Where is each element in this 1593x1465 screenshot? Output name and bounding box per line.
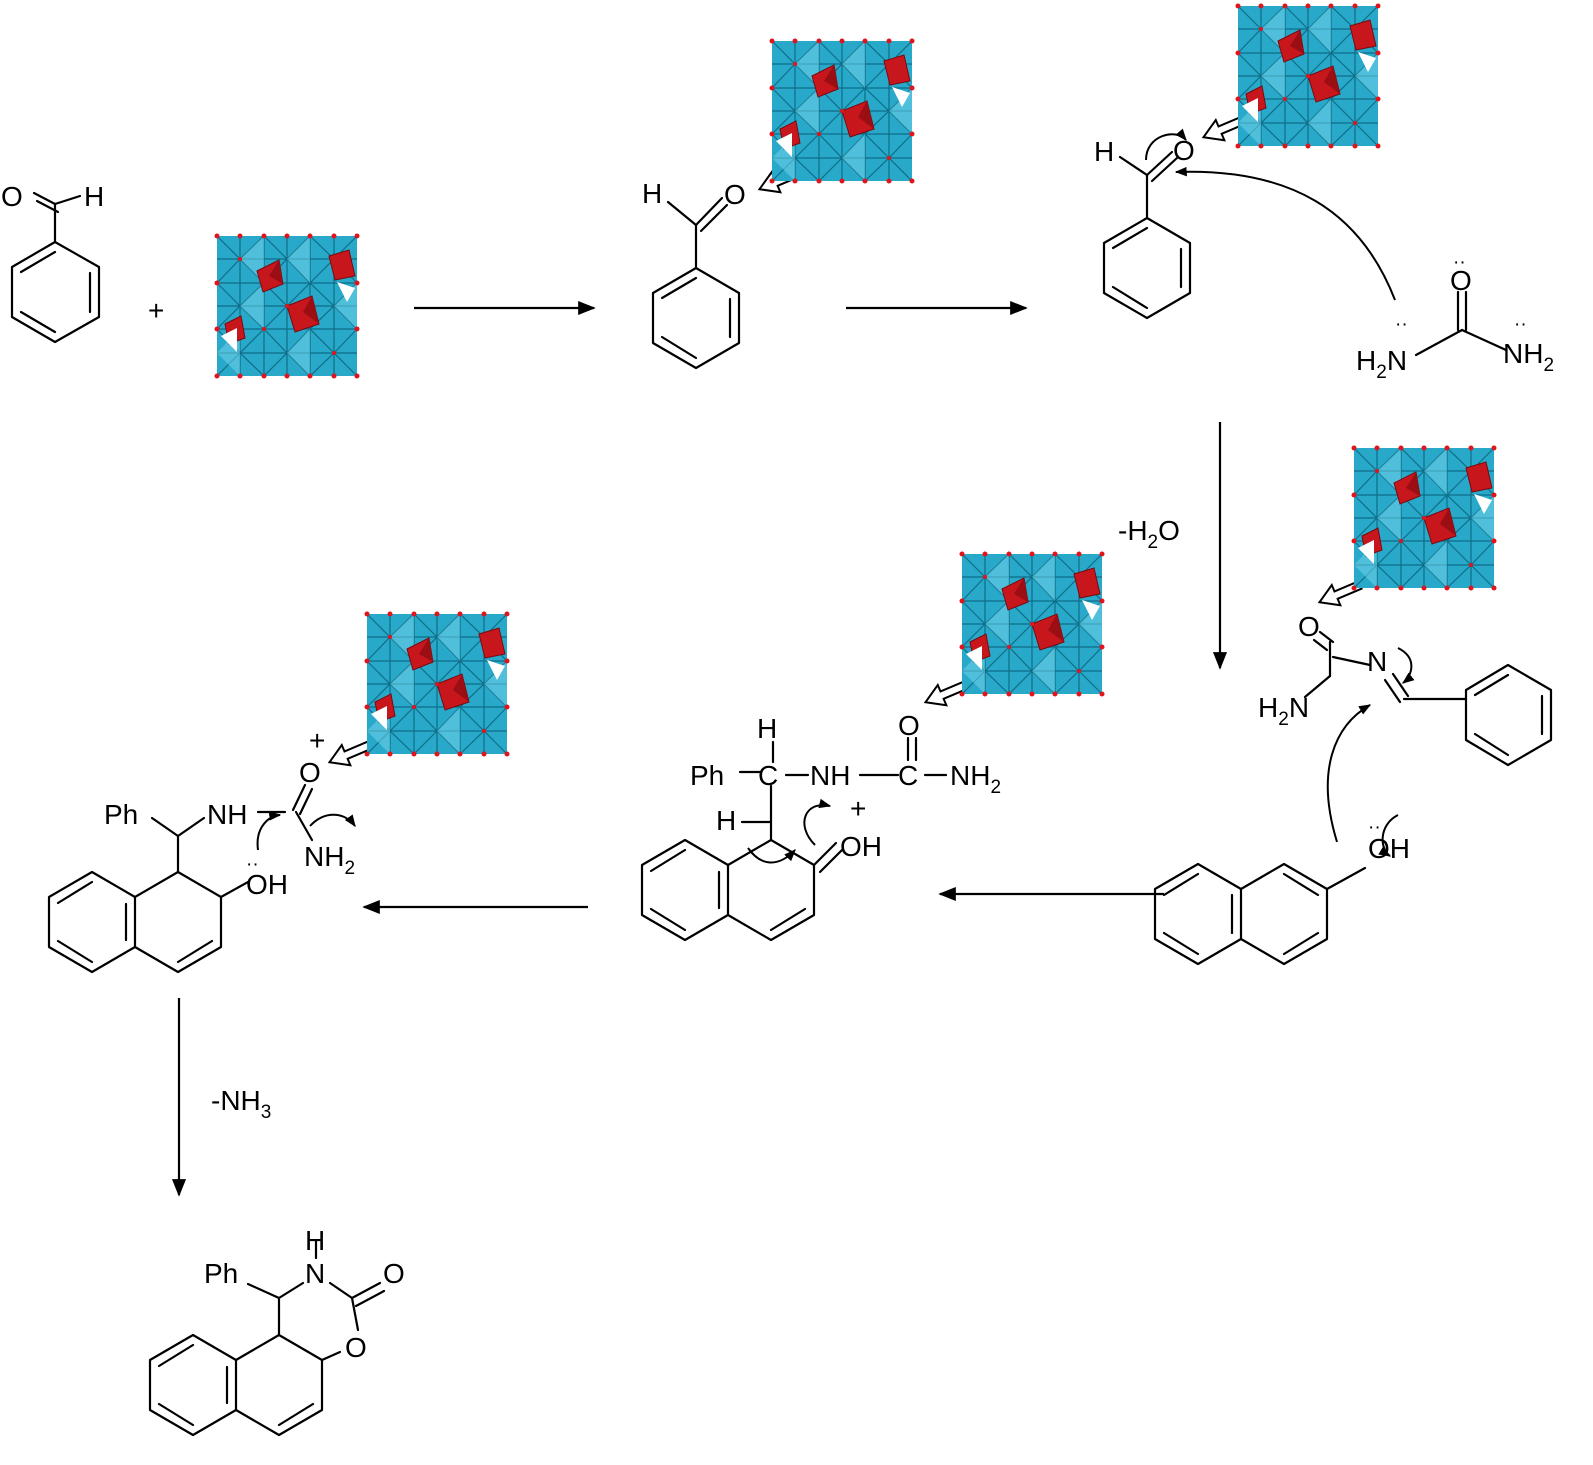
atom-h: H xyxy=(1094,136,1114,167)
lone-pair: ·· xyxy=(1368,817,1381,838)
atom-c: C xyxy=(758,760,778,791)
atom-n: N xyxy=(305,1258,325,1289)
catalyst-cluster-4 xyxy=(1350,444,1498,592)
phenyl: Ph xyxy=(204,1258,238,1289)
amide-nh2: NH2 xyxy=(950,760,1001,798)
phenyl: Ph xyxy=(690,760,724,791)
hydroxyl: OH xyxy=(840,831,882,862)
atom-c: C xyxy=(898,760,918,791)
aldehyde-urea-attack: H O xyxy=(1094,108,1396,320)
atom-h: H xyxy=(757,713,777,744)
atom-o: O xyxy=(383,1258,405,1289)
amine-right: NH2 xyxy=(1503,338,1554,376)
atom-o: O xyxy=(724,179,746,210)
benzaldehyde: O H xyxy=(1,181,104,344)
atom-o: O xyxy=(345,1332,367,1363)
atom-o: O xyxy=(898,710,920,741)
atom-o: O xyxy=(299,757,321,788)
activated-benzaldehyde: H O xyxy=(642,160,806,370)
atom-h: H xyxy=(305,1225,325,1256)
atom-o: O xyxy=(1450,265,1472,296)
plus-sign: + xyxy=(148,295,164,326)
atom-o: O xyxy=(1,181,23,212)
reagent-minus-ammonia: -NH3 xyxy=(211,1085,271,1123)
amine-nh: NH xyxy=(207,799,247,830)
atom-h: H xyxy=(642,178,662,209)
lone-pair: ·· xyxy=(1514,314,1527,335)
catalyst-cluster-1 xyxy=(213,232,361,380)
reagent-minus-water: -H2O xyxy=(1118,515,1180,553)
benzylidene-urea: O N H2N xyxy=(1258,573,1553,843)
catalyst-cluster-2 xyxy=(768,37,916,185)
atom-h: H xyxy=(716,805,736,836)
lone-pair: ·· xyxy=(246,854,259,875)
atom-o: O xyxy=(1298,611,1320,642)
activated-urea-adduct: Ph NH O + NH2 OH ·· xyxy=(47,725,376,974)
atom-h: H xyxy=(84,181,104,212)
hydroxyl: OH xyxy=(246,869,288,900)
catalyst-cluster-3 xyxy=(1234,2,1382,150)
amine: H2N xyxy=(1258,692,1309,730)
phenyl: Ph xyxy=(104,799,138,830)
positive-charge: + xyxy=(850,793,866,824)
amine-nh: NH xyxy=(810,760,850,791)
lone-pair: ·· xyxy=(1395,314,1408,335)
amine-left: H2N xyxy=(1356,345,1407,383)
amide-nh2: NH2 xyxy=(304,841,355,879)
urea: O ·· ·· ·· H2N NH2 xyxy=(1356,252,1554,383)
positive-charge: + xyxy=(309,725,325,756)
catalyst-cluster-5 xyxy=(958,550,1106,698)
atom-o: O xyxy=(1173,135,1195,166)
atom-n: N xyxy=(1367,646,1387,677)
catalyst-cluster-6 xyxy=(363,610,511,758)
lone-pair: ·· xyxy=(1453,252,1466,273)
intermediate-adduct: H Ph C NH C O NH2 H OH + xyxy=(640,673,1001,942)
naphthoxazinone-product: Ph H N O O xyxy=(148,1225,405,1437)
2-naphthol: OH ·· xyxy=(1153,814,1410,966)
